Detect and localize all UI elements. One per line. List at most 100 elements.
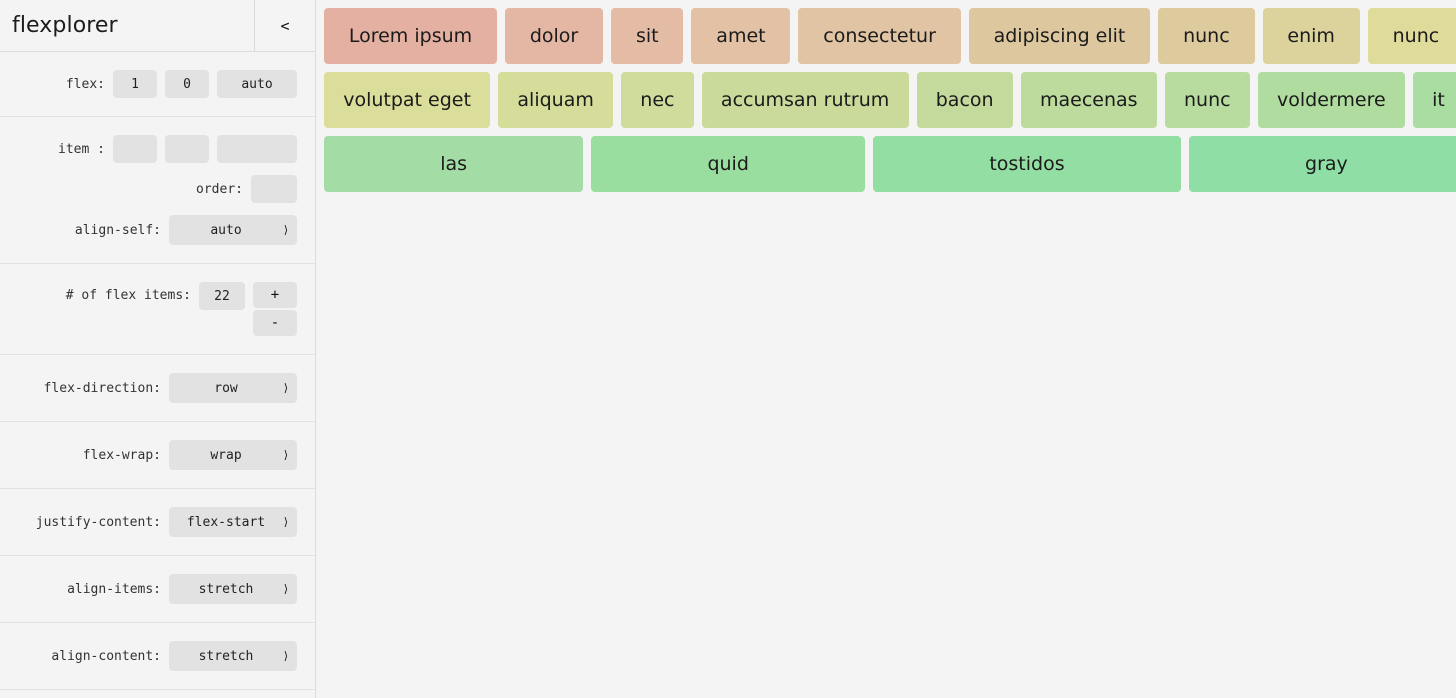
increment-button[interactable]: + [253, 282, 297, 308]
align-self-row: align-self: autoflex-startflex-endcenter… [0, 209, 315, 251]
align-content-select[interactable]: stretchflex-startflex-endcenterspace-bet… [169, 641, 297, 671]
flex-item-label: nunc [1184, 89, 1231, 111]
align-items-row: align-items: stretchflex-startflex-endce… [0, 568, 315, 610]
flex-item[interactable]: bacon [916, 72, 1013, 128]
justify-content-row: justify-content: flex-startflex-endcente… [0, 501, 315, 543]
flex-item[interactable]: maecenas [1020, 72, 1157, 128]
flex-item-label: tostidos [989, 153, 1065, 175]
align-content-select-wrap: stretchflex-startflex-endcenterspace-bet… [169, 641, 297, 671]
flex-grow-input[interactable] [113, 70, 157, 98]
justify-content-select-wrap: flex-startflex-endcenterspace-betweenspa… [169, 507, 297, 537]
flex-item[interactable]: amet [691, 8, 791, 64]
align-items-select-wrap: stretchflex-startflex-endcenterbaseline … [169, 574, 297, 604]
align-self-select[interactable]: autoflex-startflex-endcenterbaselinestre… [169, 215, 297, 245]
flex-item-label: nunc [1183, 25, 1230, 47]
item-count-label: # of flex items: [65, 288, 191, 303]
container-control-justify-content: justify-content: flex-startflex-endcente… [0, 489, 315, 556]
flex-item[interactable]: nunc [1158, 8, 1255, 64]
flex-item[interactable]: nunc [1367, 8, 1456, 64]
container-control-flex-wrap: flex-wrap: nowrapwrapwrap-reverse ⟩ [0, 422, 315, 489]
flex-item[interactable]: quid [591, 136, 866, 192]
flex-item-label: consectetur [823, 25, 936, 47]
flex-shrink-input[interactable] [165, 70, 209, 98]
flex-direction-label: flex-direction: [43, 380, 161, 396]
item-count-row: # of flex items: + - [0, 276, 315, 342]
flex-item-label: quid [707, 153, 749, 175]
flex-item[interactable]: aliquam [498, 72, 614, 128]
flex-item-label: it [1432, 89, 1445, 111]
item-label: item : [58, 141, 105, 157]
flex-row: flex: [0, 64, 315, 104]
flex-item[interactable]: adipiscing elit [968, 8, 1151, 64]
flex-item[interactable]: tostidos [873, 136, 1181, 192]
flex-item-label: nec [640, 89, 675, 111]
flex-item[interactable]: nec [621, 72, 694, 128]
flex-item[interactable]: dolor [505, 8, 604, 64]
flex-item-label: dolor [529, 25, 579, 47]
chevron-left-icon[interactable]: < [255, 0, 315, 51]
flex-item-label: gray [1305, 153, 1348, 175]
flex-container: Lorem ipsum dolor sit amet consectetur adipis… [324, 8, 1456, 192]
flex-direction-select[interactable]: rowrow-reversecolumncolumn-reverse [169, 373, 297, 403]
flex-wrap-row: flex-wrap: nowrapwrapwrap-reverse ⟩ [0, 434, 315, 476]
align-content-label: align-content: [51, 648, 161, 664]
flex-item[interactable]: sit [611, 8, 684, 64]
flex-item[interactable]: consectetur [798, 8, 961, 64]
align-items-label: align-items: [67, 581, 161, 597]
controls-sidebar: flexplorer < flex: item : order: [0, 0, 316, 698]
flex-item-label: Lorem ipsum [348, 25, 473, 47]
item-input-c[interactable] [217, 135, 297, 163]
flex-wrap-select-wrap: nowrapwrapwrap-reverse ⟩ [169, 440, 297, 470]
item-row: item : [0, 129, 315, 169]
flex-item[interactable]: volutpat eget [324, 72, 491, 128]
flex-item-label: maecenas [1040, 89, 1138, 111]
container-control-flex-direction: flex-direction: rowrow-reversecolumncolu… [0, 355, 315, 422]
flex-item[interactable]: gray [1188, 136, 1456, 192]
flex-item-label: accumsan rutrum [720, 89, 890, 111]
flex-item-label: adipiscing elit [993, 25, 1126, 47]
align-items-select[interactable]: stretchflex-startflex-endcenterbaseline [169, 574, 297, 604]
flex-item-label: nunc [1392, 25, 1440, 47]
app-title: flexplorer [0, 0, 255, 51]
flex-item-label: aliquam [517, 89, 594, 111]
flex-label: flex: [65, 76, 105, 92]
flex-basis-input[interactable] [217, 70, 297, 98]
order-input[interactable] [251, 175, 297, 203]
sidebar-header: flexplorer < [0, 0, 315, 52]
container-control-align-content: align-content: stretchflex-startflex-end… [0, 623, 315, 690]
justify-content-select[interactable]: flex-startflex-endcenterspace-betweenspa… [169, 507, 297, 537]
flex-item[interactable]: voldermere [1257, 72, 1405, 128]
order-label: order: [196, 181, 243, 197]
align-self-select-wrap: autoflex-startflex-endcenterbaselinestre… [169, 215, 297, 245]
flex-item-label: voldermere [1277, 89, 1386, 111]
decrement-button[interactable]: - [253, 310, 297, 336]
flex-item[interactable]: las [324, 136, 584, 192]
align-content-row: align-content: stretchflex-startflex-end… [0, 635, 315, 677]
flex-item-label: bacon [935, 89, 994, 111]
item-properties-section: item : order: align-self: autoflex-start… [0, 117, 315, 264]
item-count-input[interactable] [199, 282, 245, 310]
justify-content-label: justify-content: [35, 514, 161, 530]
flex-shorthand-section: flex: [0, 52, 315, 117]
flex-item[interactable]: accumsan rutrum [701, 72, 909, 128]
container-control-align-items: align-items: stretchflex-startflex-endce… [0, 556, 315, 623]
flex-item[interactable]: nunc [1164, 72, 1250, 128]
flex-item-label: enim [1287, 25, 1335, 47]
item-input-b[interactable] [165, 135, 209, 163]
flex-item-label: volutpat eget [343, 89, 471, 111]
flex-item[interactable]: Lorem ipsum [324, 8, 497, 64]
order-row: order: [0, 169, 315, 209]
flex-direction-select-wrap: rowrow-reversecolumncolumn-reverse ⟩ [169, 373, 297, 403]
flex-item-label: sit [635, 25, 659, 47]
align-self-label: align-self: [74, 222, 161, 238]
flex-item[interactable]: it [1412, 72, 1456, 128]
flex-item-label: las [440, 153, 468, 175]
flex-item-label: amet [716, 25, 766, 47]
flex-direction-row: flex-direction: rowrow-reversecolumncolu… [0, 367, 315, 409]
flex-wrap-select[interactable]: nowrapwrapwrap-reverse [169, 440, 297, 470]
flex-wrap-label: flex-wrap: [82, 447, 161, 463]
item-count-stepper: + - [253, 282, 297, 336]
item-input-a[interactable] [113, 135, 157, 163]
flex-item[interactable]: enim [1262, 8, 1360, 64]
